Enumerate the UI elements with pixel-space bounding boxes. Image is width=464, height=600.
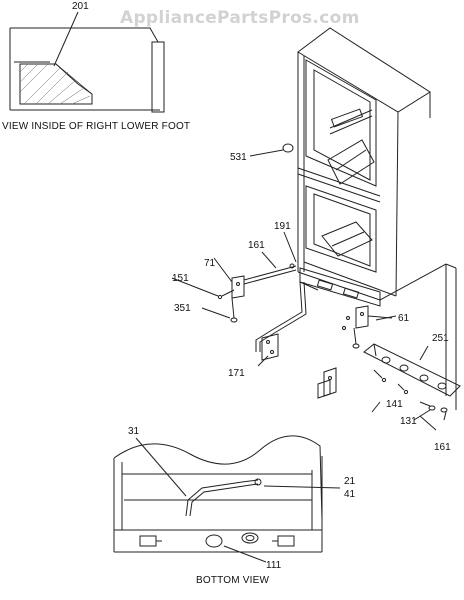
refrigerator-cabinet (297, 27, 457, 410)
callout-191: 191 (274, 221, 291, 232)
callout-251: 251 (432, 333, 449, 344)
left-hinge-bracket (171, 257, 245, 323)
right-hinge-bracket (342, 305, 393, 349)
inset-caption-right-lower-foot: VIEW INSIDE OF RIGHT LOWER FOOT (2, 121, 191, 132)
callout-171: 171 (228, 368, 245, 379)
callout-161-bottom: 161 (434, 442, 451, 453)
callout-201: 201 (72, 1, 89, 12)
callout-21: 21 (344, 476, 356, 487)
callout-161-top: 161 (248, 240, 265, 251)
callout-151: 151 (172, 273, 189, 284)
part-161-rod (243, 231, 297, 285)
lower-foot-bracket (317, 367, 448, 421)
inset-right-lower-foot (9, 11, 165, 113)
part-171-bracket (257, 333, 279, 367)
bottom-view-inset (113, 435, 341, 563)
callout-31: 31 (128, 426, 140, 437)
callout-531: 531 (230, 152, 247, 163)
part-251-base-plate (363, 343, 461, 397)
watermark: AppliancePartsPros.com (120, 8, 360, 28)
callout-71: 71 (204, 258, 216, 269)
callout-141: 141 (386, 399, 403, 410)
wire-harness (255, 281, 307, 352)
callout-61: 61 (398, 313, 410, 324)
part-531-plug (249, 143, 294, 157)
callout-131: 131 (400, 416, 417, 427)
callout-41: 41 (344, 489, 356, 500)
bottom-view-caption: BOTTOM VIEW (196, 575, 270, 586)
callout-351: 351 (174, 303, 191, 314)
callout-111: 111 (266, 560, 282, 571)
